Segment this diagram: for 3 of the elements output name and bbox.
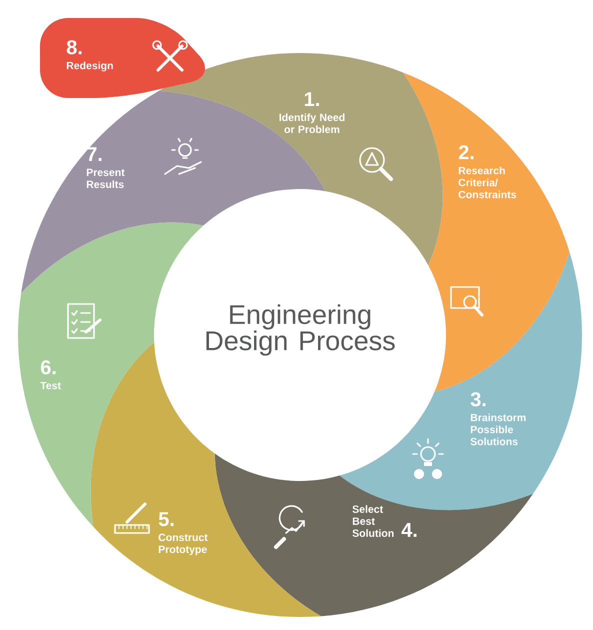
cycle-segment: 1. Identify Need or Problem — [159, 53, 443, 266]
cycle-segment: Select Best Solution 4. — [214, 454, 533, 616]
cycle-segment: 2. Research Criteria/ Constraints — [403, 72, 570, 392]
